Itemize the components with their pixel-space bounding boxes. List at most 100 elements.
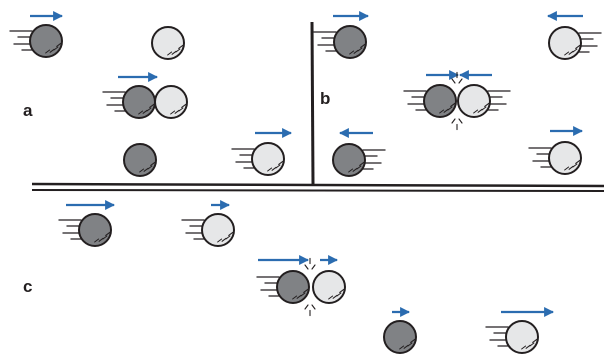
- ball-b-3: [403, 70, 463, 131]
- shading-stroke: [300, 292, 306, 297]
- shading-stroke: [521, 345, 527, 350]
- shading-stroke: [275, 164, 281, 169]
- shading-stroke: [221, 237, 227, 242]
- shading-stroke: [147, 165, 153, 170]
- shading-stroke: [49, 48, 55, 53]
- ball-c-2: [181, 200, 235, 247]
- shading-stroke: [360, 43, 366, 48]
- ball-a-1: [9, 11, 63, 58]
- shading-stroke: [564, 166, 570, 171]
- panel-label-c: c: [23, 277, 32, 296]
- impact-mark: [304, 264, 309, 270]
- ball-c-4: [312, 255, 346, 304]
- shading-stroke: [53, 46, 59, 51]
- shading-stroke: [572, 48, 578, 53]
- shading-stroke: [575, 159, 581, 164]
- shading-stroke: [532, 338, 538, 343]
- ball-c-1: [58, 200, 115, 247]
- panel-label-a: a: [23, 101, 33, 120]
- shading-stroke: [102, 235, 108, 240]
- horizontal-divider-second-stroke: [31, 189, 604, 192]
- shading-stroke: [339, 288, 345, 293]
- shading-stroke: [328, 295, 334, 300]
- shading-stroke: [410, 338, 416, 343]
- shading-stroke: [174, 109, 180, 114]
- shading-stroke: [572, 163, 578, 168]
- shading-stroke: [217, 238, 223, 243]
- shading-stroke: [568, 165, 574, 170]
- shading-stroke: [225, 235, 231, 240]
- shading-stroke: [296, 294, 302, 299]
- shading-stroke: [56, 42, 62, 47]
- shading-stroke: [170, 110, 176, 115]
- shading-stroke: [138, 110, 144, 115]
- shading-stroke: [575, 44, 581, 49]
- shading-stroke: [178, 107, 184, 112]
- shading-stroke: [447, 106, 453, 111]
- shading-stroke: [303, 288, 309, 293]
- shading-stroke: [278, 160, 284, 165]
- shading-stroke: [349, 50, 355, 55]
- shading-stroke: [175, 48, 181, 53]
- ball-c-6: [485, 307, 554, 354]
- ball-a-2: [151, 26, 185, 60]
- shading-stroke: [142, 109, 148, 114]
- shading-stroke: [98, 237, 104, 242]
- panel-dividers: [31, 21, 604, 192]
- shading-stroke: [525, 344, 531, 349]
- shading-stroke: [439, 109, 445, 114]
- shading-stroke: [348, 168, 354, 173]
- shading-stroke: [529, 342, 535, 347]
- shading-stroke: [336, 292, 342, 297]
- impact-mark: [451, 78, 456, 84]
- shading-stroke: [94, 238, 100, 243]
- shading-stroke: [139, 168, 145, 173]
- shading-stroke: [568, 50, 574, 55]
- shading-stroke: [352, 167, 358, 172]
- impact-mark: [451, 118, 456, 124]
- shading-stroke: [45, 49, 51, 54]
- shading-stroke: [143, 167, 149, 172]
- impact-mark: [311, 264, 316, 270]
- shading-stroke: [105, 231, 111, 236]
- shading-stroke: [477, 108, 483, 113]
- shading-stroke: [171, 50, 177, 55]
- ball-a-3: [102, 72, 158, 119]
- shading-stroke: [353, 49, 359, 54]
- ball-b-4: [457, 70, 511, 118]
- shading-stroke: [178, 44, 184, 49]
- shading-stroke: [357, 47, 363, 52]
- shading-stroke: [228, 231, 234, 236]
- shading-stroke: [443, 108, 449, 113]
- ball-c-5: [383, 307, 417, 354]
- ball-c-3: [256, 255, 316, 317]
- vertical-divider: [310, 21, 315, 185]
- shading-stroke: [267, 167, 273, 172]
- shading-stroke: [181, 103, 187, 108]
- ball-a-4: [154, 85, 188, 119]
- shading-stroke: [473, 109, 479, 114]
- shading-stroke: [167, 51, 173, 56]
- shading-stroke: [450, 102, 456, 107]
- impact-mark: [458, 118, 463, 124]
- shading-stroke: [564, 51, 570, 56]
- impact-mark: [304, 304, 309, 310]
- shading-stroke: [149, 103, 155, 108]
- balls-layer: [9, 11, 602, 354]
- shading-stroke: [403, 344, 409, 349]
- shading-stroke: [484, 102, 490, 107]
- shading-stroke: [271, 166, 277, 171]
- shading-stroke: [332, 294, 338, 299]
- shading-stroke: [356, 165, 362, 170]
- ball-b-5: [332, 128, 386, 177]
- shading-stroke: [150, 161, 156, 166]
- impact-mark: [311, 304, 316, 310]
- ball-a-5: [123, 143, 157, 177]
- ball-b-1: [313, 11, 369, 59]
- ball-b-6: [528, 126, 583, 175]
- impact-mark: [458, 78, 463, 84]
- shading-stroke: [292, 295, 298, 300]
- shading-stroke: [481, 106, 487, 111]
- shading-stroke: [407, 342, 413, 347]
